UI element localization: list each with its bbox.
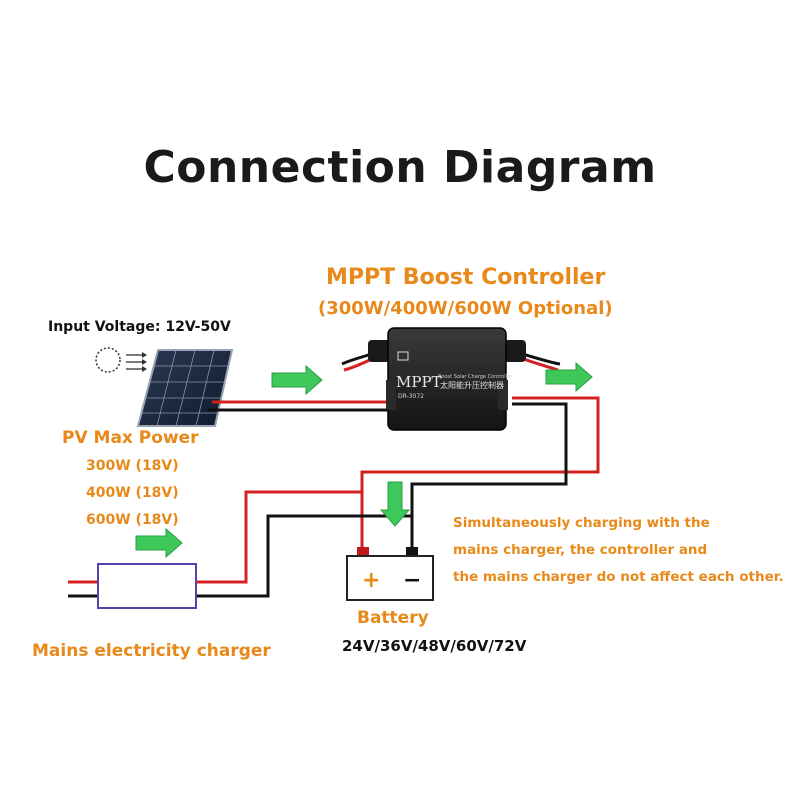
mains-positive-wire <box>196 490 362 584</box>
pv-option-400w: 400W (18V) <box>86 485 179 501</box>
output-negative-wire <box>410 402 568 552</box>
mains-charger-label: Mains electricity charger <box>32 641 271 661</box>
pv-max-power-title: PV Max Power <box>62 428 199 448</box>
solar-panel-icon <box>136 349 234 427</box>
controller-subtitle: (300W/400W/600W Optional) <box>318 298 613 319</box>
pv-option-300w: 300W (18V) <box>86 458 179 474</box>
battery-plus-sign: + <box>362 568 380 593</box>
arrow-right-icon <box>135 527 183 559</box>
controller-model-text: DR-3072 <box>398 393 424 400</box>
arrow-down-icon <box>379 481 411 527</box>
input-voltage-label: Input Voltage: 12V-50V <box>48 319 231 335</box>
controller-label-cn: 太阳能升压控制器 <box>440 380 504 390</box>
sun-icon <box>95 347 147 373</box>
controller-title: MPPT Boost Controller <box>326 265 606 290</box>
battery-label: Battery <box>357 608 429 628</box>
mains-charger-icon <box>97 563 197 609</box>
note-line-1: Simultaneously charging with the <box>453 515 710 531</box>
controller-brand-text: MPPT <box>396 373 442 391</box>
note-line-3: the mains charger do not affect each oth… <box>453 569 784 585</box>
mppt-controller-icon: MPPT DR-3072 Boost Solar Charge Controll… <box>368 327 526 431</box>
page-title: Connection Diagram <box>143 142 657 193</box>
pv-option-600w: 600W (18V) <box>86 512 179 528</box>
note-line-2: mains charger, the controller and <box>453 542 708 558</box>
arrow-right-icon <box>271 364 323 396</box>
battery-icon: + − <box>346 547 434 601</box>
battery-minus-sign: − <box>403 568 421 593</box>
mains-negative-wire <box>196 514 412 598</box>
battery-voltages: 24V/36V/48V/60V/72V <box>342 637 527 655</box>
controller-label-en: Boost Solar Charge Controller <box>438 374 513 380</box>
arrow-right-icon <box>545 361 593 393</box>
output-positive-wire <box>360 396 600 552</box>
